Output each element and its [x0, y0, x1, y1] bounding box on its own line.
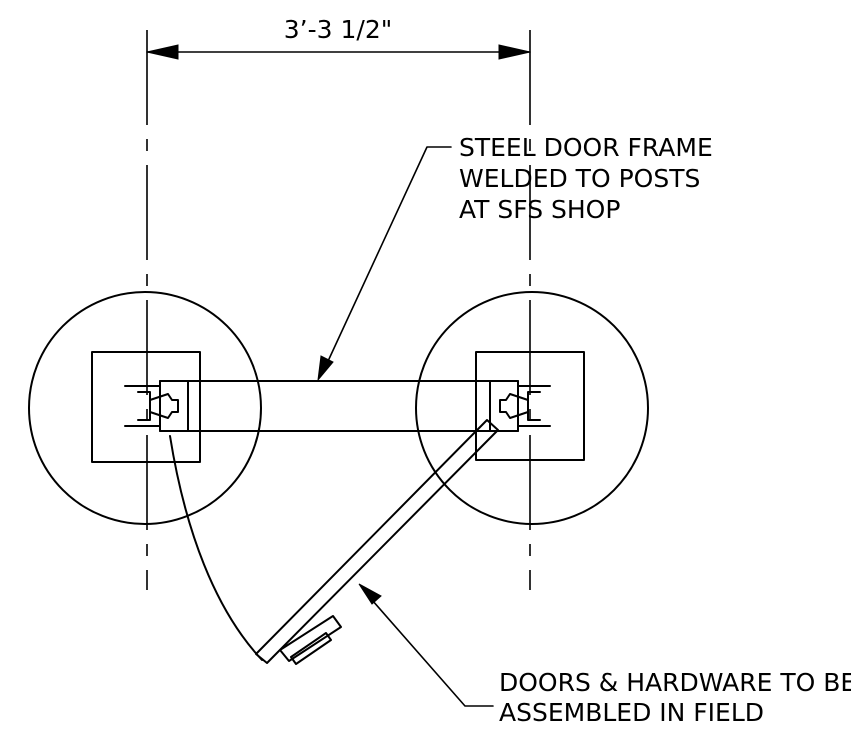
- callout-doors-line-1: DOORS & HARDWARE TO BE: [499, 668, 851, 697]
- callout-frame-line-3: AT SFS SHOP: [459, 195, 620, 224]
- doors-leader-line: [364, 591, 494, 707]
- callout-doors: DOORS & HARDWARE TO BE ASSEMBLED IN FIEL…: [499, 668, 851, 727]
- post-footings: [28, 291, 649, 525]
- callout-frame-line-2: WELDED TO POSTS: [459, 164, 700, 193]
- post-right: [475, 351, 585, 461]
- jamb-right-stop: [499, 393, 529, 419]
- callout-doors-line-2: ASSEMBLED IN FIELD: [499, 698, 764, 727]
- frame-leader-line: [322, 146, 452, 373]
- doors-leader: [358, 583, 494, 707]
- callout-frame: STEEL DOOR FRAME WELDED TO POSTS AT SFS …: [459, 133, 713, 224]
- frame-jamb-left: [124, 380, 189, 432]
- footing-left: [28, 291, 262, 525]
- door-swing-arc: [169, 435, 263, 661]
- door-panel: [255, 419, 499, 664]
- jamb-right-flange: [527, 391, 541, 421]
- dimension-text: 3’-3 1/2": [284, 15, 392, 44]
- frame-leader: [317, 146, 452, 382]
- jamb-left-stop: [149, 393, 179, 419]
- frame-leader-arrow: [317, 355, 334, 382]
- door-hardware-plate: [279, 615, 342, 662]
- frame-lines: [159, 380, 519, 432]
- jamb-left-flange: [137, 391, 151, 421]
- frame-jamb-right: [489, 380, 551, 432]
- dimension-arrow-right: [498, 44, 531, 60]
- post-left: [91, 351, 201, 463]
- door-hardware-handle: [290, 632, 332, 665]
- posts: [91, 351, 585, 463]
- callout-frame-line-1: STEEL DOOR FRAME: [459, 133, 713, 162]
- footing-right: [415, 291, 649, 525]
- dimension-arrow-left: [146, 44, 179, 60]
- door-leaf: [255, 419, 499, 665]
- doors-leader-arrow: [358, 583, 382, 605]
- dimension-group: 3’-3 1/2": [146, 15, 531, 590]
